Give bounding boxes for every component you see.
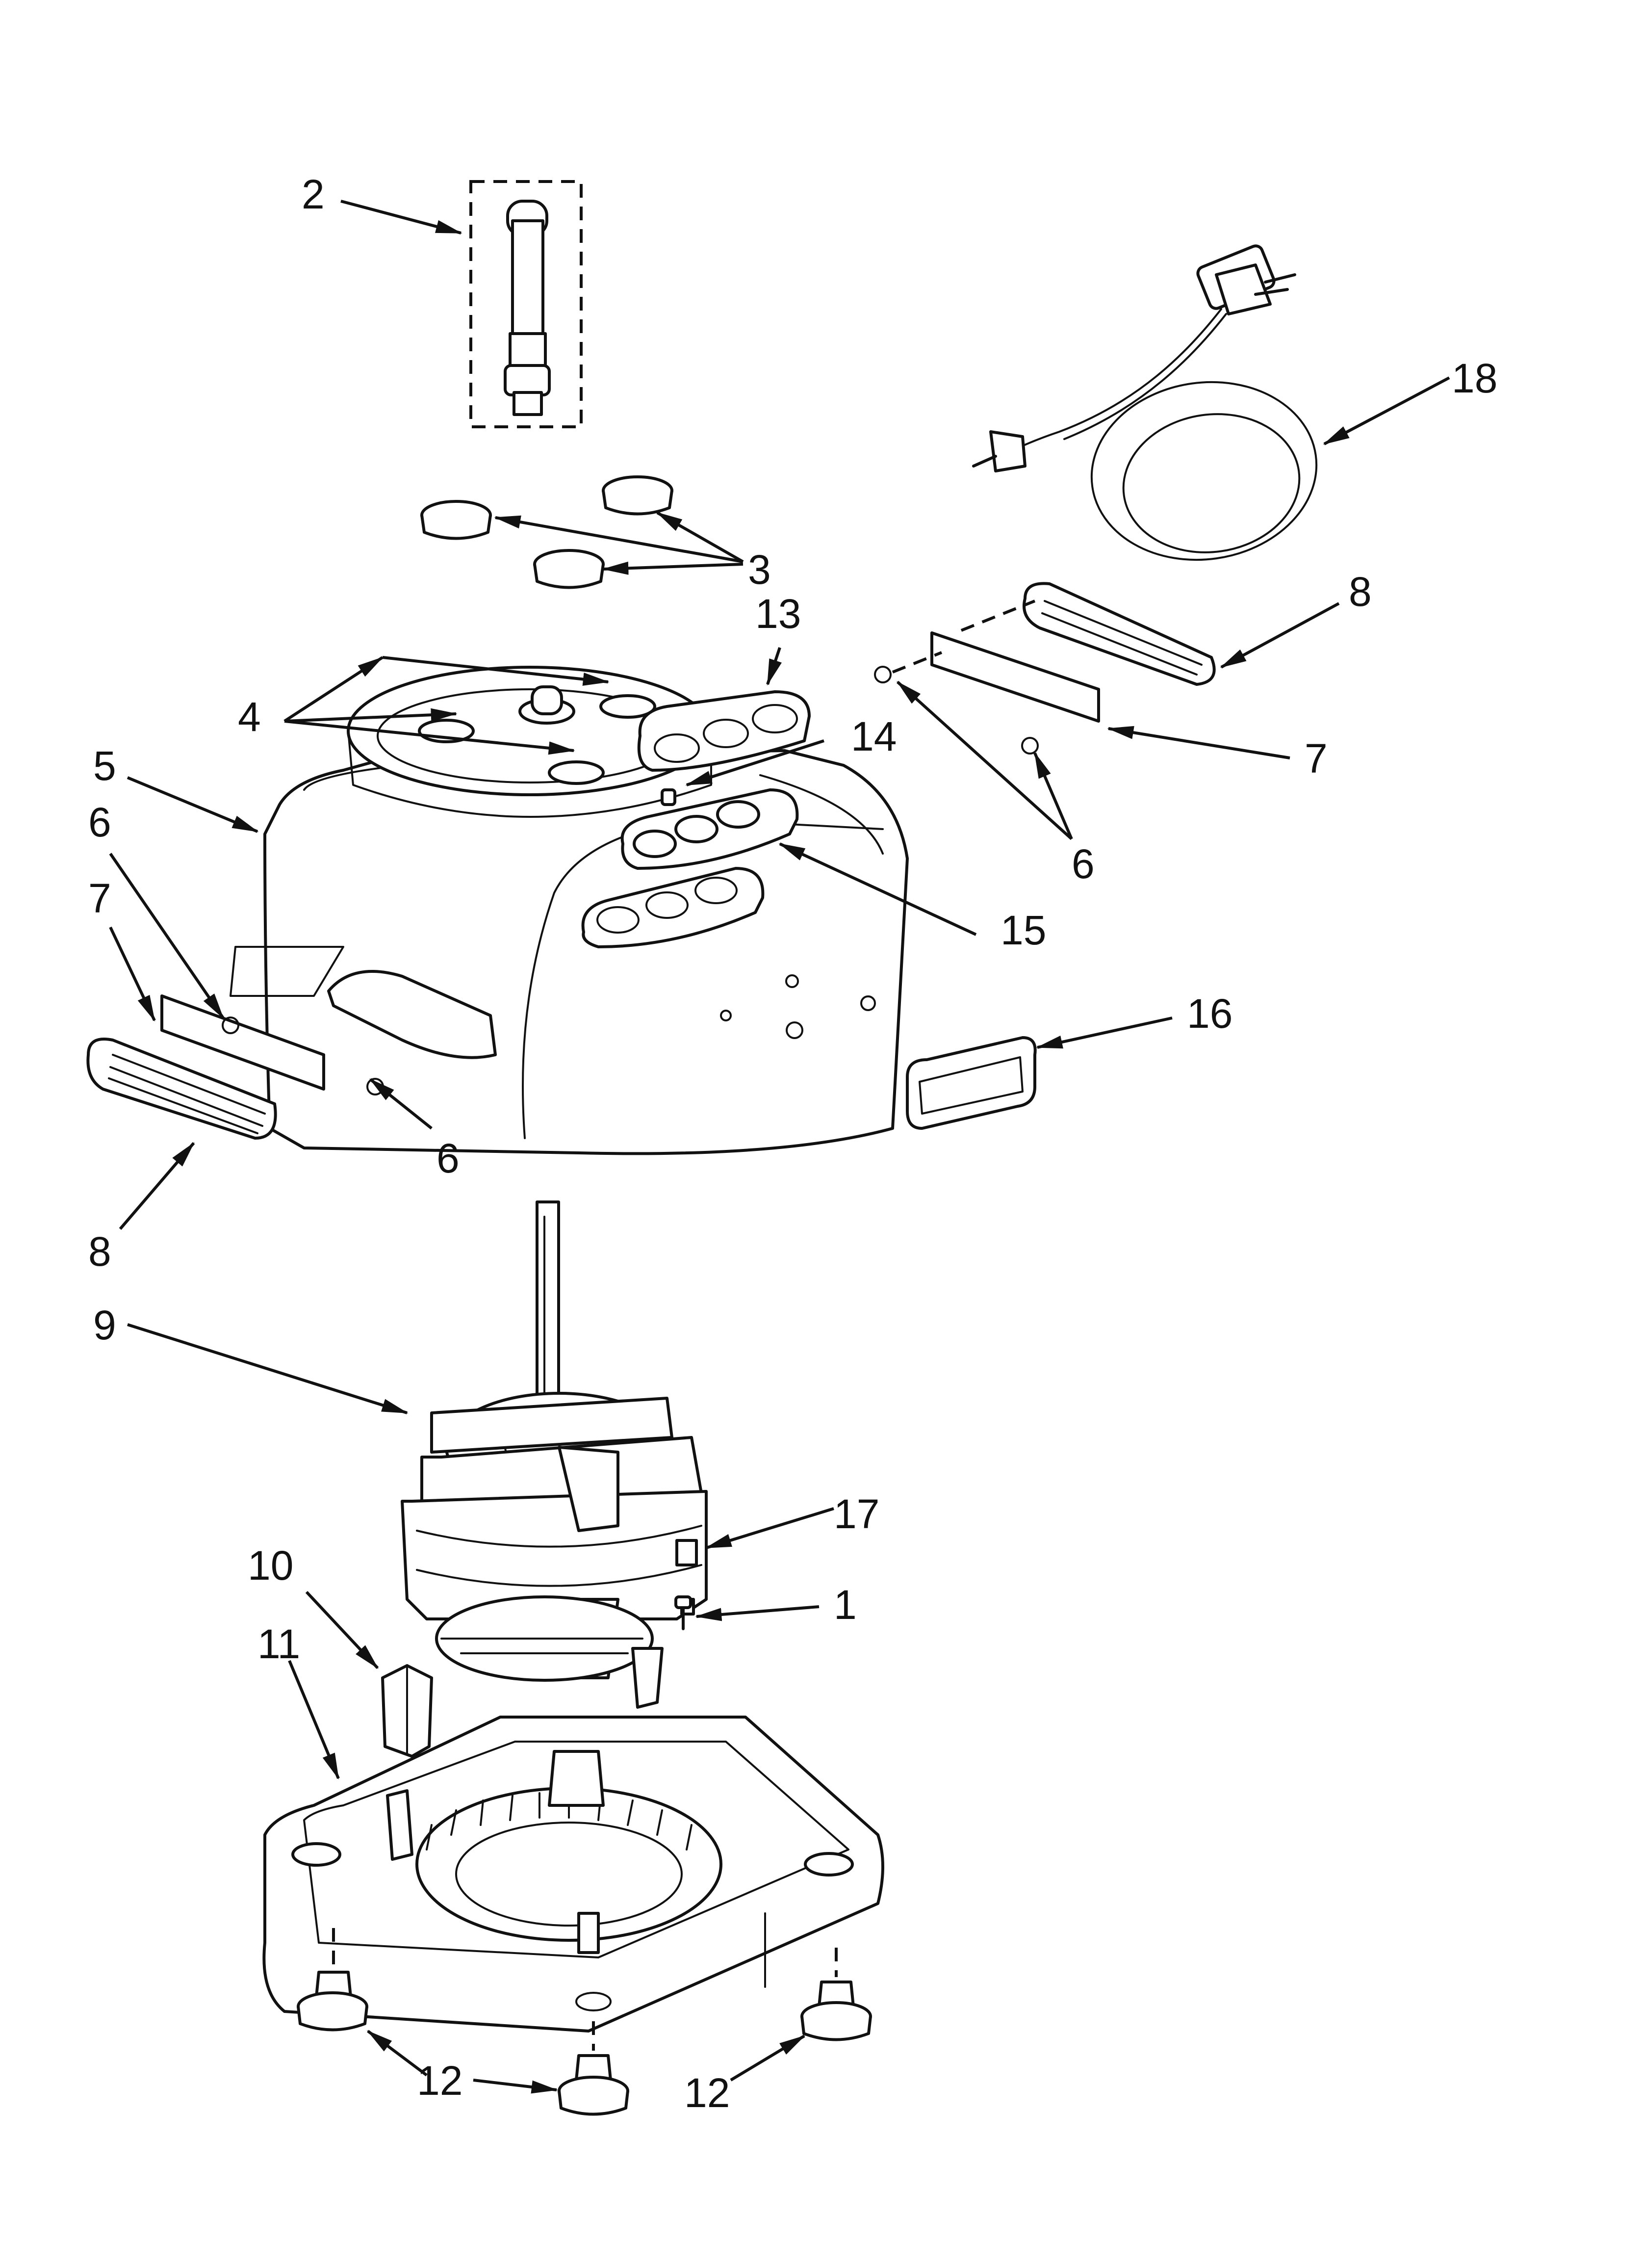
vent-right-part — [874, 582, 1216, 755]
callout-13: 13 — [755, 591, 801, 637]
vent-left-part — [86, 994, 384, 1140]
callout-17: 17 — [834, 1491, 879, 1537]
callout-10: 10 — [248, 1542, 293, 1589]
badge-part — [906, 1036, 1037, 1130]
callout-14: 14 — [851, 713, 897, 759]
callout-1: 1 — [834, 1582, 857, 1628]
callout-12-left: 12 — [417, 2058, 462, 2104]
callout-labels: 2 18 3 13 8 4 14 7 5 6 6 7 15 16 6 8 9 1… — [88, 171, 1497, 2116]
callout-4: 4 — [238, 694, 261, 740]
callout-7-left: 7 — [88, 875, 111, 921]
callout-2: 2 — [302, 171, 325, 217]
callout-18: 18 — [1452, 355, 1497, 401]
power-cord-part — [972, 244, 1318, 561]
screw-part — [674, 1595, 692, 1630]
callout-9: 9 — [93, 1302, 116, 1348]
callout-8-right: 8 — [1349, 569, 1372, 615]
drive-shaft-part — [469, 180, 583, 428]
callout-3: 3 — [748, 547, 771, 593]
callout-6-left-bottom: 6 — [436, 1135, 460, 1181]
callout-7-right: 7 — [1305, 735, 1328, 782]
base-part — [262, 1716, 884, 2033]
callout-11: 11 — [257, 1621, 300, 1667]
foot-center — [558, 2054, 629, 2116]
callout-15: 15 — [1001, 907, 1046, 953]
callout-6-left-top: 6 — [88, 799, 111, 845]
callout-16: 16 — [1187, 991, 1232, 1037]
callout-8-left: 8 — [88, 1228, 111, 1275]
foot-right — [800, 1981, 872, 2041]
leader-arrows — [109, 200, 1450, 2094]
callout-5: 5 — [93, 743, 116, 789]
clip-part — [381, 1664, 433, 1758]
motor-part — [401, 1200, 708, 1709]
foot-left — [297, 1971, 368, 2032]
feet-part — [297, 1928, 872, 2116]
switch-plate-part — [581, 690, 811, 948]
callout-12-right: 12 — [684, 2070, 730, 2116]
cap-plugs-part — [420, 475, 673, 589]
callout-6-right: 6 — [1072, 841, 1095, 887]
